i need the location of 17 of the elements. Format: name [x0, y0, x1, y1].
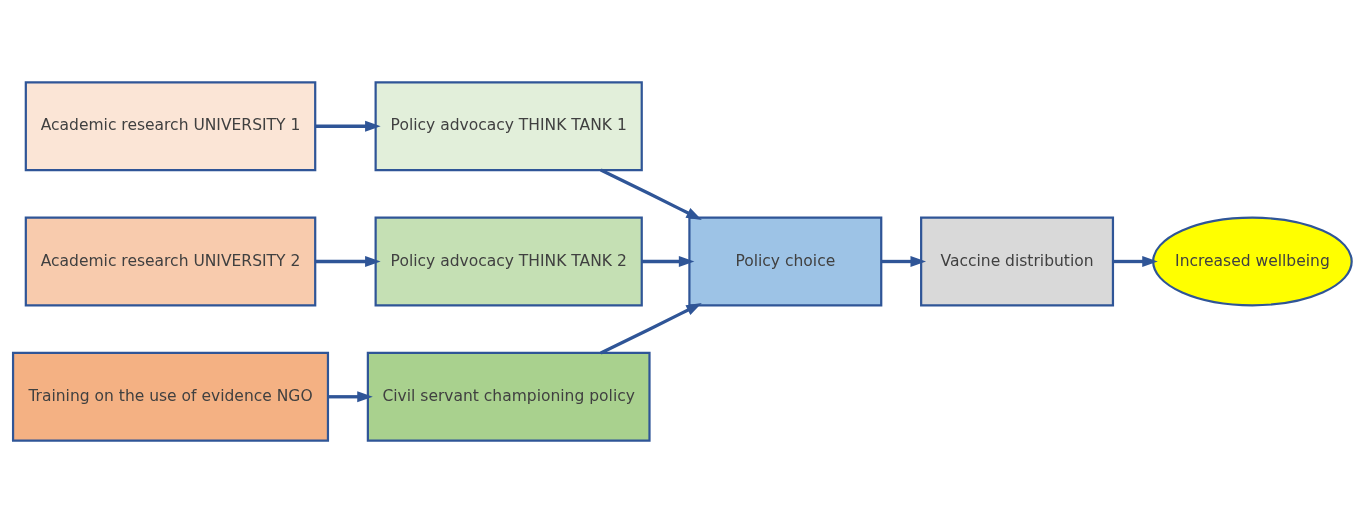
node-box: Vaccine distribution: [920, 216, 1115, 307]
arrow: [600, 303, 702, 355]
arrow: [315, 256, 381, 267]
arrow: [328, 391, 373, 403]
node-box: Academic research UNIVERSITY 1: [24, 81, 317, 172]
node-box: Civil servant championing policy: [366, 351, 651, 442]
arrow: [1113, 256, 1158, 267]
arrow: [315, 120, 381, 132]
node-ellipse: Increased wellbeing: [1152, 216, 1353, 307]
arrow: [600, 168, 702, 220]
node-box: Policy advocacy THINK TANK 2: [374, 216, 643, 307]
arrow: [881, 256, 927, 267]
node-box: Academic research UNIVERSITY 2: [24, 216, 317, 307]
node-box: Policy choice: [688, 216, 883, 307]
arrow: [641, 256, 695, 267]
node-box: Training on the use of evidence NGO: [11, 351, 330, 442]
node-box: Policy advocacy THINK TANK 1: [374, 81, 643, 172]
